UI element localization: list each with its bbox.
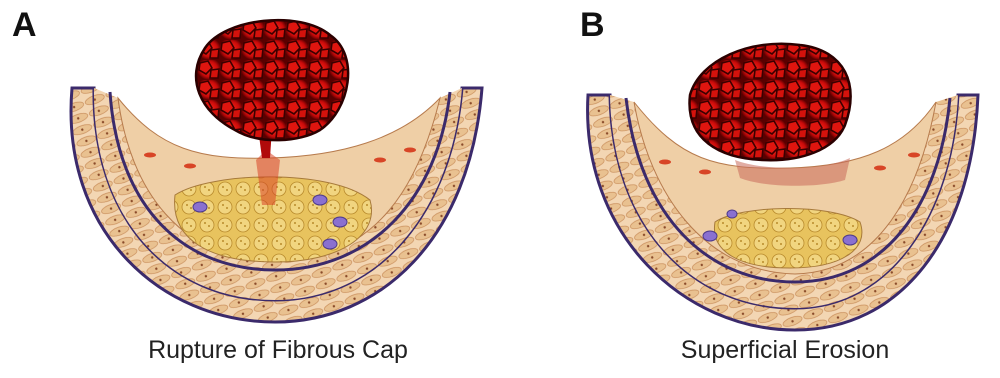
plaque-rupture-illustration [0,0,500,340]
eroded-surface [735,158,850,186]
superficial-erosion-illustration [500,0,1000,340]
panel-b: B [500,0,1000,378]
thrombus [196,20,348,140]
panel-a: A [0,0,500,378]
lipid-core [714,208,861,268]
caption-b: Superficial Erosion [535,336,1000,365]
caption-a: Rupture of Fibrous Cap [28,336,528,365]
thrombus [690,44,851,161]
